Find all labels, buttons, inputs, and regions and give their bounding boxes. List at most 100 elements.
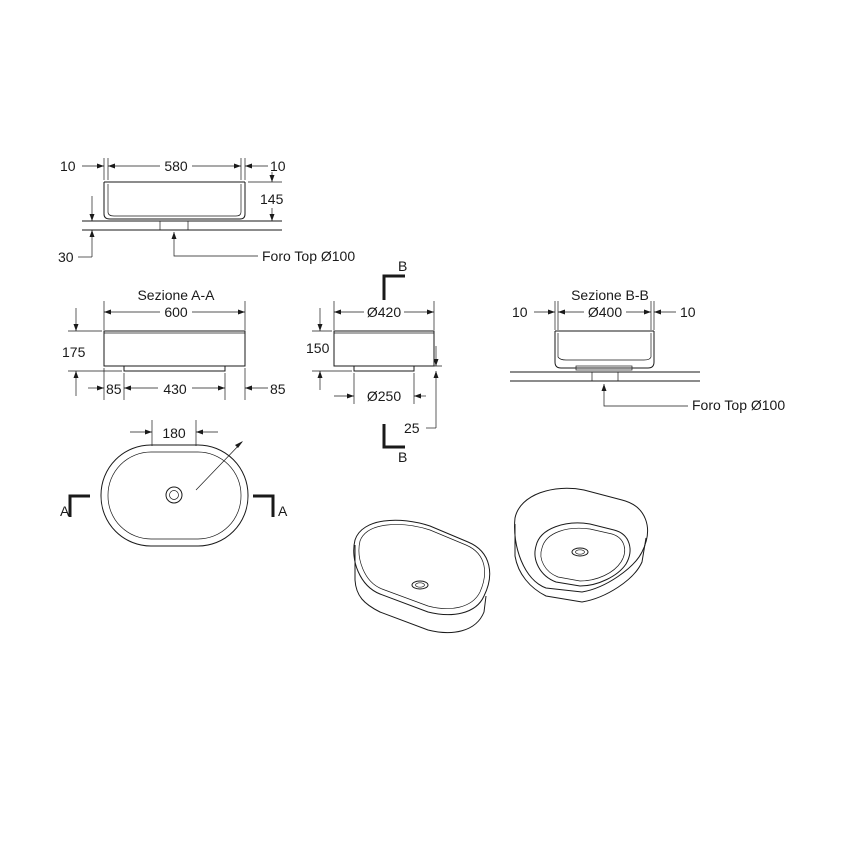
dim-base: 30	[58, 249, 74, 265]
marker-top-label: B	[398, 258, 407, 274]
drain-hole	[591, 371, 619, 382]
dim-arrow	[97, 385, 104, 391]
perspective-basin-bottom	[514, 487, 648, 603]
basin-foot	[123, 365, 226, 372]
drain-label: Foro Top Ø100	[692, 397, 785, 413]
dim-arrow	[238, 309, 245, 315]
section-marker-right	[253, 494, 275, 517]
basin-profile	[103, 182, 246, 220]
basin-side-wall	[354, 545, 487, 633]
dim-arrow	[245, 163, 252, 169]
basin-profile	[554, 331, 655, 369]
dim-arrow	[196, 429, 203, 435]
dim-arrow	[433, 359, 439, 366]
dim-base: 430	[163, 381, 187, 397]
basin-rim-inner	[358, 524, 485, 609]
perspective-basin-top	[353, 519, 491, 633]
label-bg	[158, 381, 192, 395]
dim-arrow	[269, 175, 275, 182]
basin-rim-outer	[353, 519, 491, 616]
drain-leader	[173, 232, 258, 257]
dim-arrow	[654, 309, 661, 315]
dim-arrow	[414, 393, 421, 399]
slope-leader	[195, 441, 243, 491]
drain-leader	[603, 384, 688, 407]
basin-base-outer	[534, 522, 631, 587]
dim-width: 600	[164, 304, 188, 320]
basin-base-inner	[540, 527, 626, 582]
dim-arrow	[218, 385, 225, 391]
drain-inner	[169, 490, 179, 500]
drain-outer	[165, 486, 183, 504]
dim-right: 10	[680, 304, 696, 320]
basin-outline	[100, 444, 249, 547]
basin-body	[333, 330, 435, 367]
label-bg	[584, 304, 626, 318]
dim-arrow	[558, 309, 565, 315]
marker-bottom-label: B	[398, 449, 407, 465]
basin-inner-profile	[557, 333, 652, 361]
dim-arrow	[548, 309, 555, 315]
label-bg	[364, 304, 404, 318]
marker-left-label: A	[60, 503, 70, 519]
dim-arrow	[601, 384, 607, 391]
dim-arrow	[334, 309, 341, 315]
dim-height: 150	[306, 340, 330, 356]
dim-top: Ø420	[367, 304, 401, 320]
dim-arrow	[89, 230, 95, 237]
dim-arrow	[644, 309, 651, 315]
dim-left: 10	[512, 304, 528, 320]
dim-height: 175	[62, 344, 86, 360]
dim-arrow	[317, 324, 323, 331]
dim-right: 85	[270, 381, 286, 397]
label-bg	[160, 304, 192, 318]
dim-arrow	[171, 232, 177, 239]
marker-right-label: A	[278, 503, 288, 519]
basin-foot	[353, 365, 415, 372]
dim-drain: 180	[162, 425, 186, 441]
drain-hole	[159, 220, 189, 231]
basin-outer-top	[514, 487, 648, 593]
top-elevation: 580 10 10 145 30 Foro Top Ø100	[58, 158, 355, 265]
section-marker-top	[382, 274, 405, 300]
dim-arrow	[108, 163, 115, 169]
dim-arrow	[73, 371, 79, 378]
section-marker-left	[68, 494, 90, 517]
dim-right: 10	[270, 158, 286, 174]
dim-width: Ø400	[588, 304, 622, 320]
dim-arrow	[433, 371, 439, 378]
drain-outer	[571, 547, 589, 557]
dim-arrow	[89, 214, 95, 221]
section-side: B B Ø420 150 Ø250 25	[306, 258, 442, 465]
dim-arrow	[97, 163, 104, 169]
section-title: Sezione B-B	[571, 287, 649, 303]
basin-foot	[575, 365, 633, 371]
section-title: Sezione A-A	[137, 287, 215, 303]
dim-arrow	[269, 214, 275, 221]
plan-view: 180 A A	[60, 420, 288, 547]
dim-offset: 25	[404, 420, 420, 436]
dim-arrow	[73, 324, 79, 331]
dim-width: 580	[164, 158, 188, 174]
basin-inner-outline	[107, 451, 242, 540]
dim-left: 10	[60, 158, 76, 174]
dim-arrow	[235, 441, 243, 448]
dim-arrow	[427, 309, 434, 315]
dim-arrow	[234, 163, 241, 169]
dim-arrow	[245, 385, 252, 391]
drain-label: Foro Top Ø100	[262, 248, 355, 264]
dim-base: Ø250	[367, 388, 401, 404]
label-bg	[160, 158, 192, 172]
basin-inner-profile	[107, 184, 242, 217]
dim-arrow	[104, 309, 111, 315]
dim-left: 85	[106, 381, 122, 397]
dim-arrow	[145, 429, 152, 435]
dim-arrow	[317, 371, 323, 378]
dim-height: 145	[260, 191, 284, 207]
section-aa: Sezione A-A 600 175 85 430 85	[62, 287, 286, 400]
basin-outer-side	[514, 524, 647, 603]
drain-inner	[415, 582, 425, 588]
dim-arrow	[347, 393, 354, 399]
